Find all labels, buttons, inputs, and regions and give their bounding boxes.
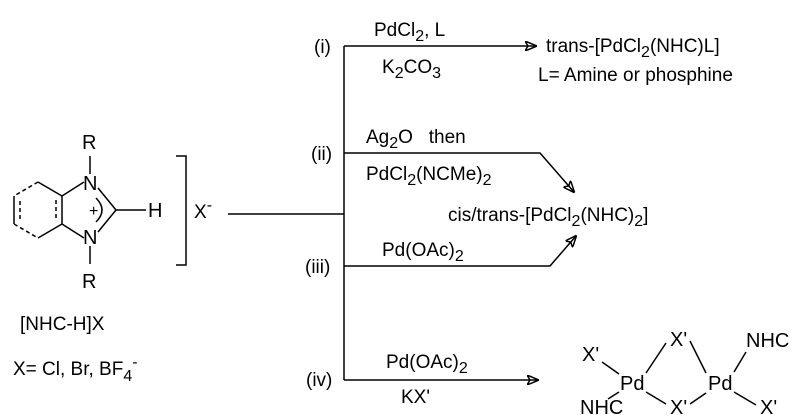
delocalized-arc <box>95 197 103 223</box>
r-bottom: R <box>82 271 96 293</box>
salt-bracket <box>176 155 187 266</box>
route-label-iii: (iii) <box>305 257 330 278</box>
route-label-iv: (iv) <box>306 370 332 391</box>
arrow-iii <box>344 236 576 267</box>
reagent-ii-above: Ag2O then <box>366 127 466 152</box>
dimer-nhc-right: NHC <box>746 330 789 352</box>
dimer-nhc-left: NHC <box>580 397 623 415</box>
azolium-ring <box>61 156 146 264</box>
r-top: R <box>82 132 96 154</box>
salt-name: [NHC-H]X <box>20 314 105 335</box>
n-bottom: N <box>83 227 97 249</box>
anion-x: X- <box>194 197 212 223</box>
n-top: N <box>83 173 97 195</box>
dimer-x-bottom-right: X' <box>760 397 777 415</box>
route-iii: (iii) Pd(OAc)2 <box>305 236 576 278</box>
dimer-x-bridge-bottom: X' <box>670 397 687 415</box>
plus-charge: + <box>89 203 98 220</box>
reagent-iii-above: Pd(OAc)2 <box>382 240 464 265</box>
dimer-x-bridge-top: X' <box>670 329 687 351</box>
reagent-i-above: PdCl2, L <box>374 20 445 45</box>
dimer-pd-left: Pd <box>620 373 644 395</box>
reagent-iv-below: KX' <box>401 387 430 408</box>
route-ii: (ii) Ag2O then PdCl2(NCMe)2 <box>311 127 574 192</box>
route-label-ii: (ii) <box>311 144 332 165</box>
benzo-ring-dashed <box>13 181 63 239</box>
azolium-salt-structure: R N N R + H X- [NHC-H]X X= Cl, Br, BF4- <box>13 132 212 385</box>
reagent-i-below: K2CO3 <box>382 57 441 82</box>
pd-dimer-structure: X' Pd NHC X' X' Pd NHC X' <box>580 329 789 415</box>
route-label-i: (i) <box>314 37 331 58</box>
branch-connector <box>228 46 345 380</box>
product-i: trans-[PdCl2(NHC)L] <box>546 36 720 61</box>
x-definition: X= Cl, Br, BF4- <box>13 354 138 385</box>
dimer-x-top-left: X' <box>582 344 599 366</box>
dimer-pd-right: Pd <box>708 373 732 395</box>
route-i: (i) PdCl2, L K2CO3 trans-[PdCl2(NHC)L] L… <box>314 20 733 86</box>
reagent-ii-below: PdCl2(NCMe)2 <box>366 164 492 189</box>
shared-product: cis/trans-[PdCl2(NHC)2] <box>448 205 648 230</box>
arrow-ii <box>344 152 574 192</box>
ligand-note: L= Amine or phosphine <box>538 65 733 86</box>
h-atom: H <box>148 200 162 222</box>
reagent-iv-above: Pd(OAc)2 <box>386 352 468 377</box>
route-iv: (iv) Pd(OAc)2 KX' <box>306 352 538 408</box>
